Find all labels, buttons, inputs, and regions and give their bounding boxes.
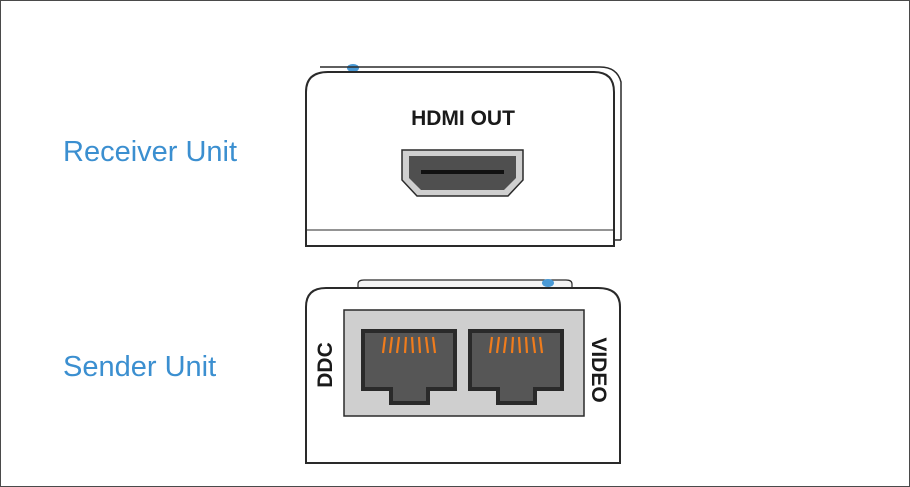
receiver-unit: HDMI OUT: [306, 64, 621, 246]
hdmi-out-label: HDMI OUT: [411, 107, 515, 130]
video-port-label: VIDEO: [587, 337, 610, 402]
sender-led-indicator: [542, 279, 554, 287]
ddc-port-label: DDC: [314, 342, 337, 388]
receiver-led-indicator: [347, 64, 359, 72]
hdmi-port-icon: [402, 150, 523, 196]
sender-unit: DDC VIDEO: [306, 279, 620, 463]
